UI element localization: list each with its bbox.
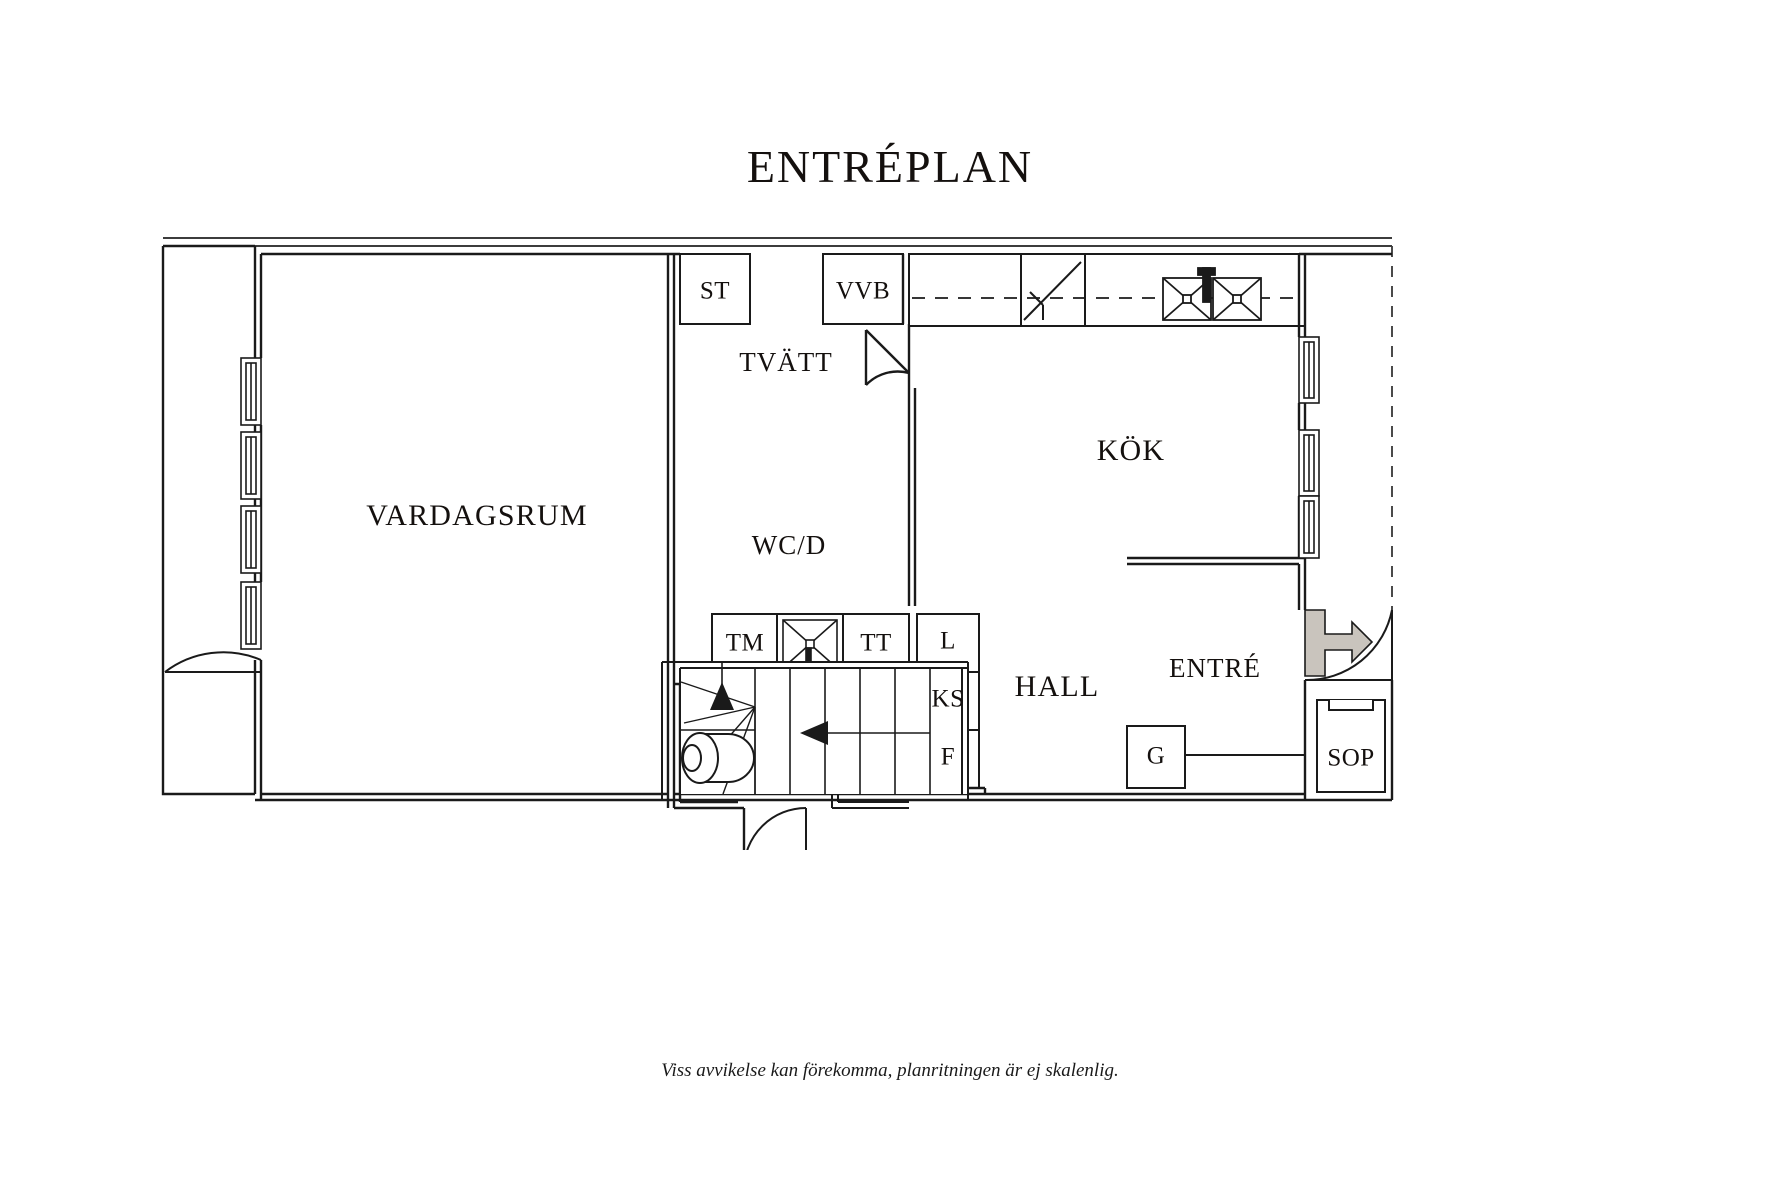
floorplan-drawing: VARDAGSRUM TVÄTT KÖK HALL ENTRÉ WC/D ST …	[0, 210, 1780, 850]
room-label-kok: KÖK	[1097, 434, 1166, 467]
window-left-4	[240, 581, 262, 650]
page-title: ENTRÉPLAN	[746, 141, 1034, 192]
laundry-sink	[782, 619, 838, 673]
staircase-outline	[661, 661, 969, 800]
entrance-door-arrow	[1304, 609, 1374, 677]
appliance-label-tm: TM	[726, 630, 765, 657]
floorplan-svg: VARDAGSRUM TVÄTT KÖK HALL ENTRÉ WC/D ST …	[161, 237, 1394, 850]
room-label-wcd: WC/D	[752, 530, 827, 560]
closet-label-st: ST	[700, 278, 730, 305]
closet-label-vvb: VVB	[836, 278, 890, 305]
closet-vvb	[822, 253, 904, 325]
room-label-entre: ENTRÉ	[1169, 653, 1261, 683]
room-label-vardagsrum: VARDAGSRUM	[366, 499, 588, 532]
wc-door[interactable]	[744, 807, 807, 850]
walls-hall-bottom	[668, 792, 1305, 802]
plan-caption: Viss avvikelse kan förekomma, planritnin…	[661, 1060, 1119, 1081]
window-right-2	[1298, 429, 1320, 497]
appliance-label-f: F	[941, 744, 955, 771]
window-left-2	[240, 431, 262, 500]
closet-g	[1126, 725, 1305, 789]
terrace-door[interactable]	[164, 651, 262, 673]
window-left-1	[240, 357, 262, 426]
wall-vardagsrum-right	[666, 254, 676, 800]
window-right-3	[1298, 495, 1320, 559]
staircase-arrow-line	[721, 662, 930, 734]
staircase-direction-arrow	[800, 721, 828, 745]
window-left-3	[240, 505, 262, 574]
room-label-hall: HALL	[1015, 670, 1100, 703]
appliance-label-ks: KS	[932, 686, 965, 713]
entrance-door[interactable]	[1304, 609, 1393, 682]
toilet	[681, 732, 755, 784]
closet-label-sop: SOP	[1327, 745, 1374, 772]
closet-sop	[1316, 699, 1386, 793]
appliance-label-g: G	[1147, 743, 1166, 770]
hob-symbol	[1023, 261, 1082, 321]
room-label-tvatt: TVÄTT	[739, 347, 832, 377]
closet-st	[679, 253, 751, 325]
appliance-label-l: L	[940, 628, 956, 655]
double-basin-sink	[1162, 267, 1262, 321]
appliance-label-tt: TT	[860, 630, 892, 657]
walls-bottom-right	[1303, 680, 1394, 802]
outer-wall-top	[163, 237, 1392, 247]
room-tvatt-walls	[864, 254, 917, 606]
window-right-1	[1298, 336, 1320, 404]
interior-walls	[161, 244, 680, 802]
